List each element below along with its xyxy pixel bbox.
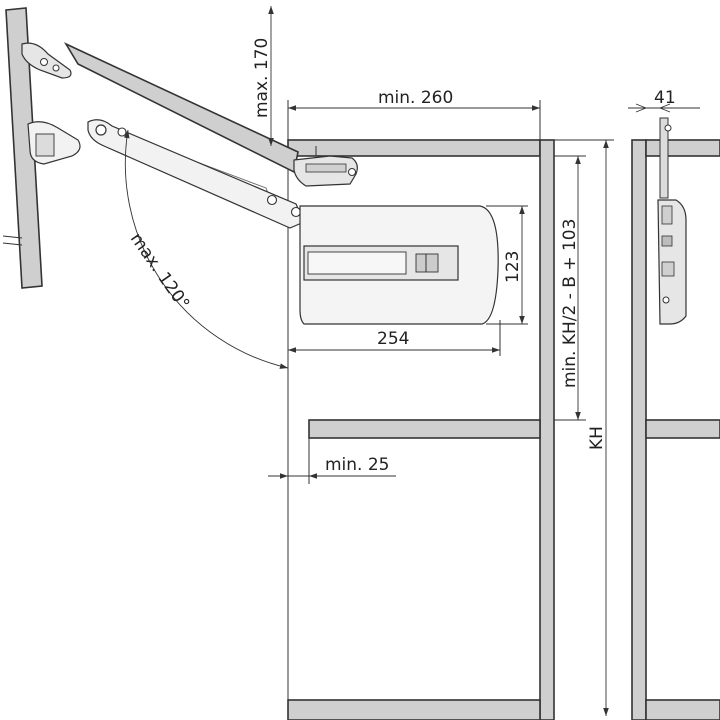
lift-mechanism-housing [299,205,499,325]
side-view-cabinet [631,139,720,720]
label-254: 254 [377,329,409,349]
cabinet-bottom-panel [287,699,541,720]
label-min-260: min. 260 [378,88,453,108]
label-kh: KH [587,426,607,450]
swing-arc [123,129,289,369]
side-view-bottom [645,699,720,720]
side-view-shelf [645,419,720,439]
hinge-bracket [21,42,72,79]
label-max-170: max. 170 [252,38,272,118]
side-view-mechanism [657,117,687,325]
dimension-lines [268,5,700,716]
label-41: 41 [654,88,676,108]
cabinet-shelf [308,419,541,439]
side-view-top [645,139,720,157]
label-min-25: min. 25 [325,455,390,475]
cabinet-top-panel [287,139,541,157]
door-mount-plate [27,121,81,165]
label-mount-formula: min. KH/2 - B + 103 [560,219,580,388]
side-view-wall [631,139,647,720]
flap-door-outer [5,7,43,289]
label-123: 123 [503,251,523,283]
label-max-120: max. 120° [126,229,193,313]
hinge-mechanism-top [293,146,358,187]
cabinet-body [287,139,555,720]
cabinet-side-panel [539,139,555,720]
lever-arm [87,119,305,229]
